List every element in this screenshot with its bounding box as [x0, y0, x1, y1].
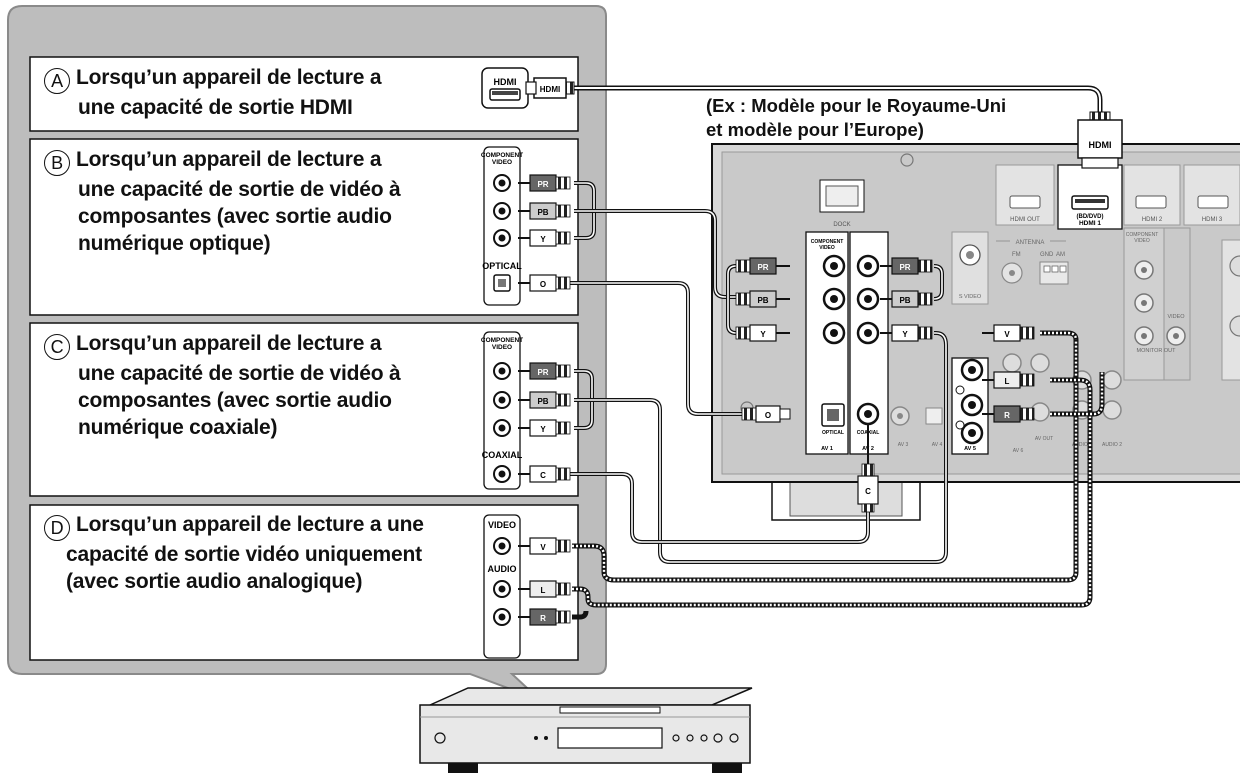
av3-label: AV 3	[898, 442, 909, 448]
panel-d-line3: (avec sortie audio analogique)	[66, 570, 363, 593]
audio1-label: AUDIO 1	[1072, 442, 1092, 448]
plugs: HDMI HDMI PR PB Y O PR PB Y C V L R PR P…	[518, 77, 1123, 626]
svg-text:R: R	[540, 614, 546, 623]
mon-video-label: VIDEO	[1167, 314, 1185, 320]
panel-a-text: A Lorsqu’un appareil de lecture a une cap…	[44, 64, 382, 121]
svg-text:Y: Y	[902, 330, 908, 339]
letter-c-icon: C	[44, 334, 70, 360]
letter-d-icon: D	[44, 515, 70, 541]
svg-text:PB: PB	[537, 397, 548, 406]
svg-text:PB: PB	[757, 296, 768, 305]
hdmi1-label: HDMI 1	[1079, 220, 1101, 227]
panel-d-text: D Lorsqu’un appareil de lecture a une cap…	[44, 511, 424, 595]
monitor-out-label: MONITOR OUT	[1136, 348, 1176, 354]
panel-b-line2: une capacité de sortie de vidéo à	[78, 178, 401, 201]
fm-label: FM	[1012, 252, 1021, 258]
av6-label: AV 6	[1013, 448, 1024, 454]
svg-text:R: R	[1004, 411, 1010, 420]
receiver-rear-panel: DOCK HDMI OUT (BD/DVD) HDMI 1 HDMI 2 HDM…	[711, 143, 1240, 521]
svg-text:PB: PB	[899, 296, 910, 305]
hdmi3-label: HDMI 3	[1202, 217, 1223, 223]
panel-c-line2: une capacité de sortie de vidéo à	[78, 362, 401, 385]
svg-text:PR: PR	[537, 368, 548, 377]
svideo-label: S VIDEO	[959, 294, 982, 300]
dock-label: DOCK	[833, 222, 850, 228]
av1-label: AV 1	[821, 446, 833, 452]
component-label-c2: VIDEO	[492, 344, 512, 351]
svg-text:V: V	[540, 543, 546, 552]
component-label-c: COMPONENT	[481, 337, 523, 344]
svg-text:C: C	[865, 487, 871, 496]
hdmi-receiver-plug-label: HDMI	[1089, 140, 1112, 150]
panel-b-line3: composantes (avec sortie audio	[78, 205, 392, 228]
panel-a-line1: Lorsqu’un appareil de lecture a	[76, 66, 382, 89]
hdmi2-label: HDMI 2	[1142, 217, 1163, 223]
hdmi1-sub-label: (BD/DVD)	[1077, 214, 1104, 220]
panel-c-line3: composantes (avec sortie audio	[78, 389, 392, 412]
svg-text:PR: PR	[537, 180, 548, 189]
component-label-2: VIDEO	[492, 159, 512, 166]
hdmi-plug-receiver: HDMI	[1077, 111, 1123, 169]
panel-d-line2: capacité de sortie vidéo uniquement	[66, 543, 422, 566]
svg-text:PR: PR	[899, 263, 910, 272]
panel-d-line1: Lorsqu’un appareil de lecture a une	[76, 513, 424, 536]
svg-text:L: L	[541, 586, 546, 595]
svg-text:C: C	[540, 471, 546, 480]
av1-optical-label: OPTICAL	[822, 430, 844, 436]
panel-b-text: B Lorsqu’un appareil de lecture a une cap…	[44, 146, 401, 257]
mon-comp-label: COMPONENT	[1126, 232, 1159, 238]
letter-b-icon: B	[44, 150, 70, 176]
av1-comp-label: COMPONENT	[811, 239, 844, 245]
svg-text:Y: Y	[760, 330, 766, 339]
source-hdmi-label: HDMI	[494, 77, 517, 87]
av4-label: AV 4	[932, 442, 943, 448]
svg-text:O: O	[765, 411, 771, 420]
av-out-label: AV OUT	[1035, 436, 1053, 442]
source-analog-d: VIDEO AUDIO	[483, 514, 521, 659]
am-label: AM	[1056, 252, 1065, 258]
video-label: VIDEO	[488, 520, 516, 530]
panel-c-line4: numérique coaxiale)	[78, 416, 278, 439]
svg-text:PB: PB	[537, 208, 548, 217]
audio-label: AUDIO	[488, 564, 517, 574]
svg-text:O: O	[540, 280, 546, 289]
svg-text:Y: Y	[540, 425, 546, 434]
letter-a-icon: A	[44, 68, 70, 94]
panel-b-line1: Lorsqu’un appareil de lecture a	[76, 148, 382, 171]
svg-text:PR: PR	[757, 263, 768, 272]
hdmi-out-label: HDMI OUT	[1010, 217, 1040, 223]
example-note-line2: et modèle pour l’Europe)	[706, 119, 924, 140]
mon-comp-label-2: VIDEO	[1134, 238, 1150, 244]
hdmi-plug-label: HDMI	[540, 85, 560, 94]
source-component-b: COMPONENT VIDEO OPTICAL	[481, 146, 523, 306]
svg-text:L: L	[1005, 377, 1010, 386]
panel-b-line4: numérique optique)	[78, 232, 271, 255]
panel-c-text: C Lorsqu’un appareil de lecture a une cap…	[44, 330, 401, 441]
av5-label: AV 5	[964, 446, 976, 452]
panel-a-line2: une capacité de sortie HDMI	[78, 96, 353, 119]
svg-text:V: V	[1004, 330, 1010, 339]
coaxial-label: COAXIAL	[482, 450, 523, 460]
source-hdmi-jack: HDMI	[481, 67, 529, 109]
av1-comp-label-2: VIDEO	[819, 245, 835, 251]
panel-c-line1: Lorsqu’un appareil de lecture a	[76, 332, 382, 355]
hdmi-plug-source: HDMI	[525, 77, 575, 99]
gnd-label: GND	[1040, 252, 1054, 258]
cables	[570, 85, 1105, 620]
component-label: COMPONENT	[481, 152, 523, 159]
example-note-line1: (Ex : Modèle pour le Royaume-Uni	[706, 95, 1007, 116]
playback-device	[419, 687, 753, 773]
audio2-label: AUDIO 2	[1102, 442, 1122, 448]
antenna-label: ANTENNA	[1016, 240, 1045, 246]
example-note: (Ex : Modèle pour le Royaume-Uni et modè…	[706, 94, 1006, 142]
optical-label: OPTICAL	[482, 261, 522, 271]
svg-text:Y: Y	[540, 235, 546, 244]
source-component-c: COMPONENT VIDEO COAXIAL	[481, 331, 523, 490]
